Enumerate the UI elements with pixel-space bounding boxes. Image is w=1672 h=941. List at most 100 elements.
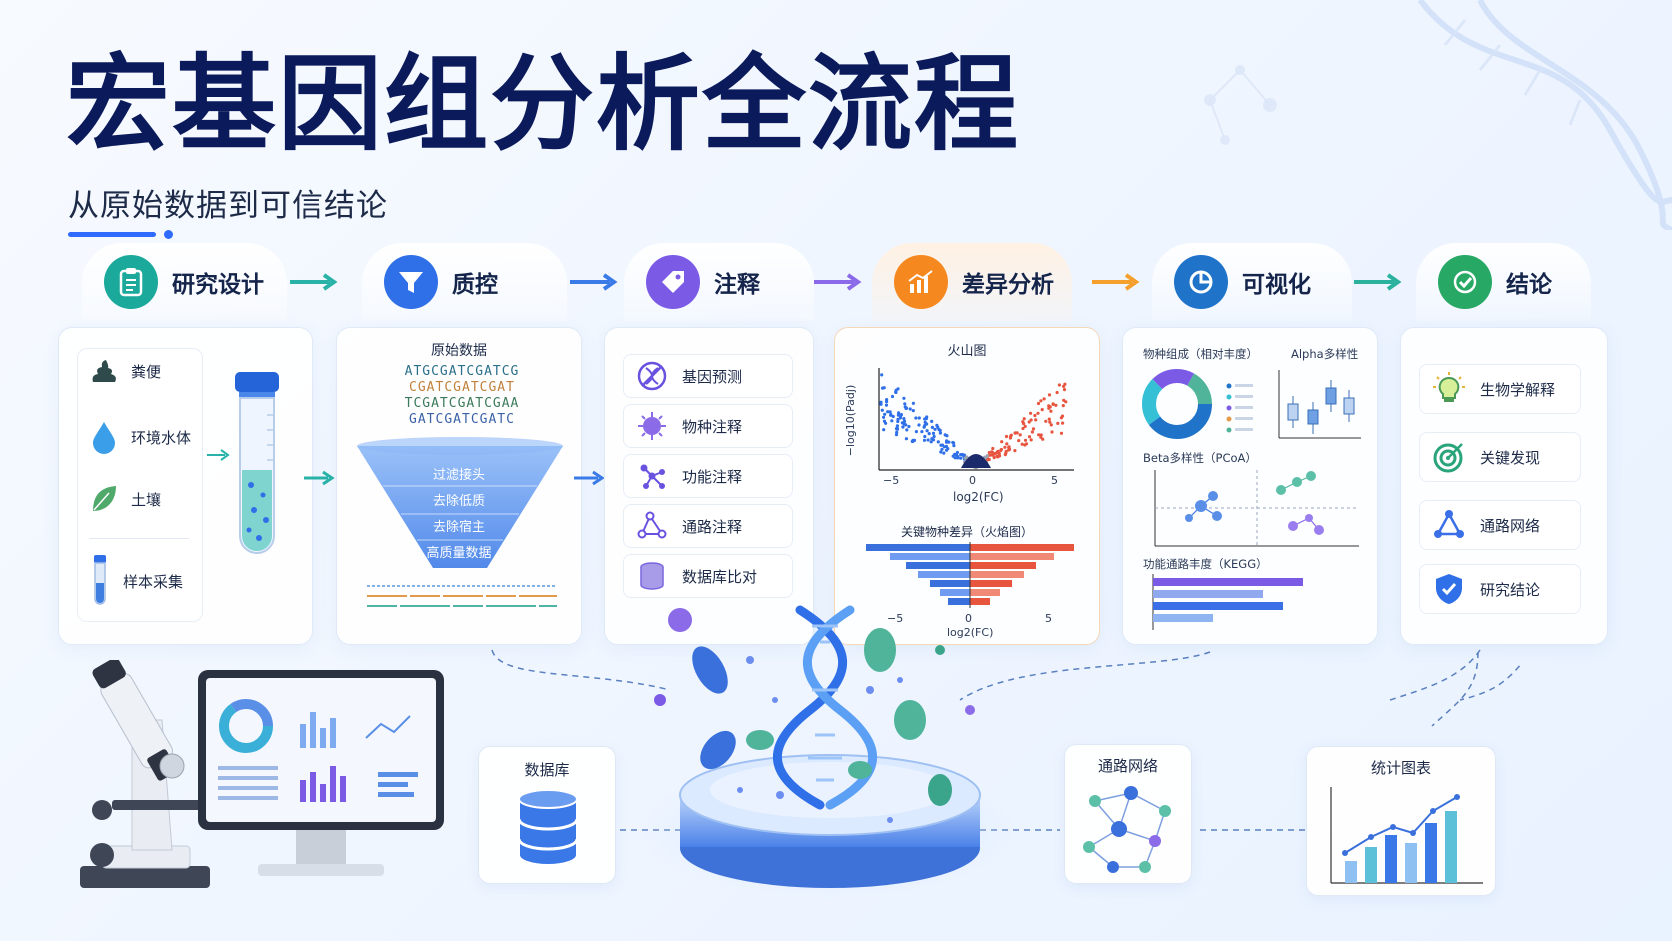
conclusion-pathway-network[interactable]: 通路网络 bbox=[1419, 500, 1581, 550]
volcano-point bbox=[939, 450, 943, 454]
volcano-point bbox=[1008, 447, 1012, 451]
conclusion-biological-interpretation[interactable]: 生物学解释 bbox=[1419, 364, 1581, 414]
flame-bar-down bbox=[890, 553, 970, 560]
divider bbox=[89, 538, 189, 539]
network-icon bbox=[640, 464, 665, 489]
volcano-point bbox=[925, 422, 929, 426]
funnel-graphic bbox=[357, 437, 563, 568]
volcano-point bbox=[917, 416, 921, 420]
tag-icon bbox=[646, 255, 700, 309]
sequence-block: ATGCGATCGATCG CGATCGATCGAT TCGATCGATCGAA… bbox=[367, 364, 557, 428]
arrow-right-icon bbox=[1354, 273, 1402, 291]
kegg-title: 功能通路丰度（KEGG） bbox=[1143, 557, 1268, 571]
sequence-line: GATCGATCGATC bbox=[409, 412, 515, 427]
panel-quality-control: 原始数据 ATGCGATCGATCG CGATCGATCGAT TCGATCGA… bbox=[336, 327, 582, 645]
volcano-point bbox=[1030, 430, 1034, 434]
lightbulb-icon bbox=[1433, 372, 1465, 402]
conclusion-key-findings[interactable]: 关键发现 bbox=[1419, 432, 1581, 482]
conclusion-research-results[interactable]: 研究结论 bbox=[1419, 564, 1581, 614]
volcano-point bbox=[997, 451, 1001, 455]
volcano-point bbox=[942, 445, 946, 449]
flame-bar-up bbox=[970, 553, 1054, 560]
volcano-point bbox=[1044, 419, 1048, 423]
volcano-point bbox=[938, 431, 942, 435]
beta-pcoa bbox=[1154, 470, 1359, 547]
volcano-point bbox=[896, 387, 900, 391]
volcano-point bbox=[933, 427, 937, 431]
volcano-point bbox=[1027, 435, 1032, 439]
step-annotation[interactable]: 注释 bbox=[624, 243, 814, 321]
volcano-point bbox=[1059, 431, 1064, 435]
pathway-icon bbox=[637, 511, 667, 539]
pathway-network-icon bbox=[1434, 510, 1464, 538]
page-title: 宏基因组分析全流程 bbox=[66, 43, 1021, 165]
volcano-point bbox=[1039, 399, 1043, 403]
volcano-point bbox=[945, 448, 949, 452]
network-box: 通路网络 bbox=[1064, 744, 1192, 884]
volcano-point bbox=[880, 408, 884, 412]
volcano-point bbox=[1003, 453, 1007, 457]
sample-water[interactable]: 环境水体 bbox=[89, 420, 191, 454]
annotation-function[interactable]: 功能注释 bbox=[623, 454, 793, 498]
volcano-point bbox=[938, 428, 942, 432]
funnel-step: 过滤接头 bbox=[432, 468, 485, 483]
volcano-point bbox=[1049, 423, 1053, 427]
annotation-taxonomy[interactable]: 物种注释 bbox=[623, 404, 793, 448]
step-label: 研究设计 bbox=[172, 272, 264, 298]
arrow-right-icon bbox=[304, 470, 335, 486]
volcano-point bbox=[953, 452, 957, 456]
flame-bar-up bbox=[970, 589, 1000, 596]
volcano-point bbox=[1018, 433, 1022, 437]
volcano-point bbox=[951, 440, 955, 445]
step-visualization[interactable]: 可视化 bbox=[1152, 243, 1352, 321]
volcano-xlabel: log2(FC) bbox=[953, 490, 1004, 504]
volcano-point bbox=[900, 421, 904, 425]
step-label: 差异分析 bbox=[962, 272, 1054, 298]
volcano-point bbox=[896, 417, 900, 421]
volcano-point bbox=[1017, 439, 1021, 443]
test-tube-icon bbox=[94, 555, 106, 605]
volcano-point bbox=[897, 411, 901, 415]
volcano-point bbox=[986, 458, 990, 462]
volcano-point bbox=[908, 407, 912, 411]
annotation-pathway[interactable]: 通路注释 bbox=[623, 504, 793, 548]
volcano-point bbox=[1047, 417, 1051, 421]
database-label: 数据库 bbox=[524, 761, 570, 779]
sample-feces[interactable]: 粪便 bbox=[89, 358, 161, 384]
annotation-database[interactable]: 数据库比对 bbox=[623, 554, 793, 598]
kegg-bars bbox=[1152, 574, 1303, 630]
volcano-point bbox=[917, 423, 921, 427]
volcano-point bbox=[1047, 406, 1051, 410]
volcano-tick: −5 bbox=[883, 474, 900, 487]
flame-tick: 0 bbox=[965, 612, 972, 625]
volcano-point bbox=[1050, 430, 1054, 434]
volcano-point bbox=[907, 424, 911, 429]
volcano-point bbox=[1013, 431, 1017, 435]
annotation-gene-prediction[interactable]: 基因预测 bbox=[623, 354, 793, 398]
step-quality-control[interactable]: 质控 bbox=[362, 243, 567, 321]
volcano-point bbox=[1054, 403, 1058, 407]
volcano-tick: 0 bbox=[969, 474, 976, 487]
volcano-ylabel: −log10(Padj) bbox=[844, 384, 858, 457]
monitor-illustration bbox=[198, 670, 444, 876]
sample-soil[interactable]: 土壤 bbox=[89, 483, 161, 515]
volcano-point bbox=[1057, 383, 1061, 387]
volcano-point bbox=[960, 452, 965, 457]
volcano-point bbox=[888, 410, 892, 414]
volcano-point bbox=[911, 401, 915, 405]
panel-conclusion: 生物学解释 关键发现 通路网络 研究结论 bbox=[1400, 327, 1608, 645]
petri-dish-illustration bbox=[640, 605, 1020, 900]
step-differential-analysis[interactable]: 差异分析 bbox=[872, 243, 1072, 321]
volcano-point bbox=[1055, 390, 1059, 395]
volcano-point bbox=[1005, 442, 1009, 446]
database-icon bbox=[640, 562, 664, 590]
volcano-point bbox=[894, 427, 899, 431]
sample-collection[interactable]: 样本采集 bbox=[89, 553, 183, 609]
volcano-point bbox=[1021, 420, 1025, 424]
sequence-line: TCGATCGATCGAA bbox=[404, 396, 520, 411]
step-conclusion[interactable]: 结论 bbox=[1416, 243, 1591, 321]
flame-bar-down bbox=[866, 544, 970, 551]
step-research-design[interactable]: 研究设计 bbox=[82, 243, 287, 321]
volcano-point bbox=[911, 409, 915, 413]
volcano-point bbox=[945, 434, 949, 438]
